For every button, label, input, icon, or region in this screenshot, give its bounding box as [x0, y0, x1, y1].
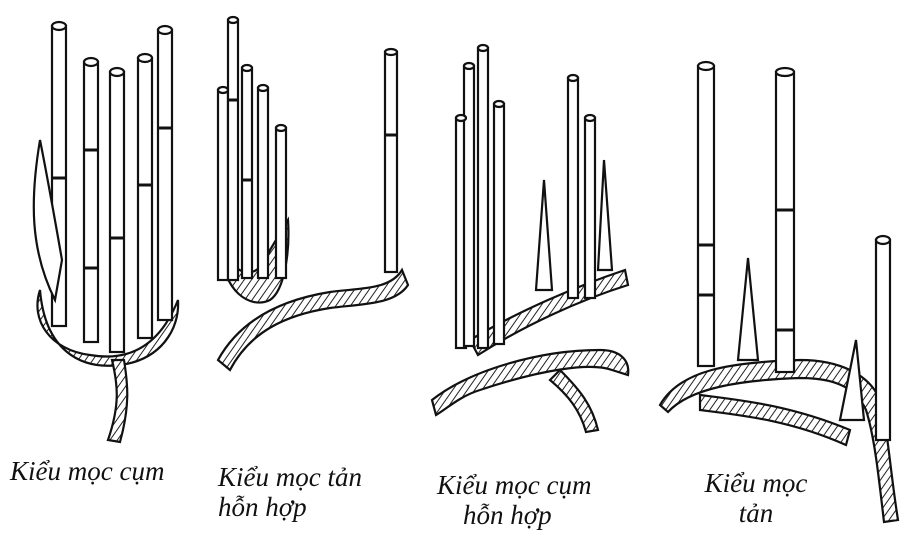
caption-line: hỗn hợp — [437, 500, 591, 530]
caption-mixed-clump: Kiểu mọc cụm hỗn hợp — [437, 470, 591, 530]
figure-spreading — [660, 62, 898, 522]
figure-mixed-spreading — [218, 17, 408, 370]
caption-clump: Kiểu mọc cụm — [10, 456, 164, 486]
caption-spreading: Kiểu mọc tản — [693, 468, 819, 528]
caption-line: tản — [693, 498, 819, 528]
culm-group — [52, 22, 172, 352]
caption-line: Kiểu mọc tản — [218, 462, 362, 492]
figure-mixed-clump — [432, 45, 628, 432]
caption-line: hỗn hợp — [218, 492, 362, 522]
figure-clump — [34, 22, 178, 442]
caption-line: Kiểu mọc cụm — [10, 456, 164, 486]
culm-group — [218, 17, 286, 280]
caption-line: Kiểu mọc — [693, 468, 819, 498]
caption-line: Kiểu mọc cụm — [437, 470, 591, 500]
caption-mixed-spreading: Kiểu mọc tản hỗn hợp — [218, 462, 362, 522]
